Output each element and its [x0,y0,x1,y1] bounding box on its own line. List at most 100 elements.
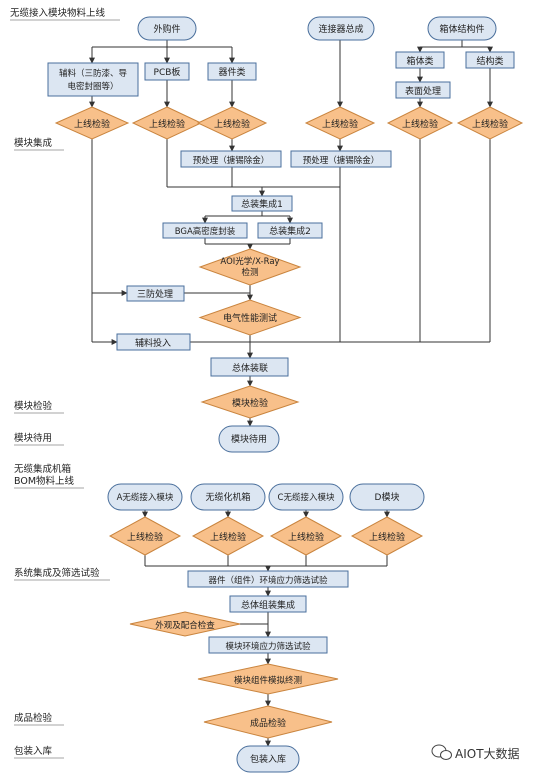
diamond-chengpin: 成品检验 [203,705,333,739]
node-label: 箱体结构件 [439,23,484,35]
diamond-mokuaijianyan: 模块检验 [200,385,300,419]
node-label: 表面处理 [405,85,441,97]
node-label: 电密封圈等） [67,81,118,92]
node-zongzhuang2: 总装集成2 [257,222,323,239]
node-zongtizujian: 总体组装集成 [229,595,307,613]
diamond-dianqi: 电气性能测试 [198,299,302,336]
node-zongzhuang1: 总装集成1 [231,195,293,212]
node-preproc1: 预处理（搪锡除金） [180,150,282,168]
node-label: 总体装联 [232,362,268,374]
node-mokuaidaiyong: 模块待用 [218,425,280,453]
stage-label: 模块集成 [14,137,53,149]
stage-label: 模块待用 [14,432,52,444]
diamond-insp7: 上线检验 [108,516,182,556]
node-modA: A无缆接入模块 [107,483,183,511]
node-label: 外观及配合检查 [155,620,215,631]
node-label: 上线检验 [210,531,246,543]
diamond-waiguan: 外观及配合检查 [129,611,241,637]
stage-label: 成品检验 [14,712,53,724]
node-label: D模块 [375,491,400,503]
stage-label: 模块检验 [14,400,53,412]
node-label: 预处理（搪锡除金） [193,155,270,166]
diamond-insp3: 上线检验 [196,106,268,140]
stage-label: 无缆接入模块物料上线 [10,7,106,19]
node-label: 模块环境应力筛选试验 [225,641,311,652]
node-label: BGA高密度封装 [175,226,236,237]
node-modC: C无缆接入模块 [268,483,344,511]
node-zongtizhuanglian: 总体装联 [210,357,289,377]
node-label: A无缆接入模块 [117,492,174,503]
node-label: 总装集成1 [241,198,283,210]
node-label: 辅料投入 [135,337,171,349]
node-label: C无缆接入模块 [278,492,335,503]
node-fuliao: 辅料（三防漆、导 电密封圈等） [47,62,139,97]
node-label: 模块检验 [232,397,268,409]
diamond-insp6: 上线检验 [456,106,524,140]
node-label: 外购件 [153,23,180,35]
node-label: 上线检验 [369,531,405,543]
node-label: 三防处理 [137,288,173,300]
node-label: 总装集成2 [269,225,311,237]
node-label: 上线检验 [214,118,250,130]
node-label: 上线检验 [288,531,324,543]
node-label: PCB板 [154,66,181,78]
node-qijianhuanjing: 器件（组件）环境应力筛选试验 [187,570,349,588]
node-label: 电气性能测试 [223,312,277,324]
diamond-insp10: 上线检验 [350,516,424,556]
node-label: 检测 [241,267,258,278]
connectors [89,40,493,747]
node-label: 上线检验 [402,118,438,130]
watermark: AIOT大数据 [431,744,520,761]
node-label: AOI光学/X-Ray [220,256,279,267]
node-label: 上线检验 [74,118,110,130]
node-wulanhua: 无缆化机箱 [190,483,266,511]
node-label: 预处理（搪锡除金） [303,155,380,166]
node-biaomian: 表面处理 [395,81,451,99]
node-label: 结构类 [476,55,503,67]
node-pcb: PCB板 [144,62,190,81]
node-sanfang: 三防处理 [126,285,185,302]
node-jiegoulei: 结构类 [465,51,515,69]
stage-label: 系统集成及筛选试验 [14,567,100,579]
node-preproc2: 预处理（搪锡除金） [290,150,392,168]
stage-label: 无缆集成机箱 [14,463,71,475]
node-label: 连接器总成 [318,23,363,35]
stage-label: BOM物料上线 [14,475,75,487]
node-label: 箱体类 [406,55,433,67]
node-label: 模块待用 [231,433,267,445]
node-xiangti-struct: 箱体结构件 [427,16,497,41]
node-label: 上线检验 [149,118,185,130]
node-bga: BGA高密度封装 [162,222,248,239]
node-mokuaihuanjing: 模块环境应力筛选试验 [208,636,328,654]
node-label: 包装入库 [250,753,286,765]
node-xiangtilei: 箱体类 [395,51,445,69]
watermark-text: AIOT大数据 [455,746,520,761]
node-baozhuang: 包装入库 [236,745,300,773]
node-modD: D模块 [349,483,425,511]
node-label: 辅料（三防漆、导 [59,68,128,79]
node-label: 无缆化机箱 [205,491,250,503]
node-qijianlei: 器件类 [207,62,257,81]
node-waigoujian: 外购件 [137,16,197,41]
node-lianjieqi: 连接器总成 [307,16,375,41]
node-label: 上线检验 [322,118,358,130]
node-label: 上线检验 [127,531,163,543]
node-label: 模块组件模拟终测 [234,675,302,686]
node-label: 成品检验 [250,717,286,729]
wechat-icon [431,744,452,760]
node-label: 上线检验 [472,118,508,130]
diamond-insp1: 上线检验 [54,106,130,140]
node-fuliaotouru: 辅料投入 [116,333,191,351]
diamond-insp2: 上线检验 [131,106,203,140]
diamond-mokuaizujian: 模块组件模拟终测 [197,663,339,695]
node-label: 器件类 [218,66,245,78]
stage-label: 包装入库 [14,745,53,757]
diamond-insp4: 上线检验 [304,106,376,140]
node-label: 总体组装集成 [241,599,295,611]
node-label: 器件（组件）环境应力筛选试验 [208,575,328,586]
diamond-insp8: 上线检验 [191,516,265,556]
diamond-insp5: 上线检验 [386,106,454,140]
diamond-insp9: 上线检验 [269,516,343,556]
diamond-aoi: AOI光学/X-Ray 检测 [198,248,302,286]
